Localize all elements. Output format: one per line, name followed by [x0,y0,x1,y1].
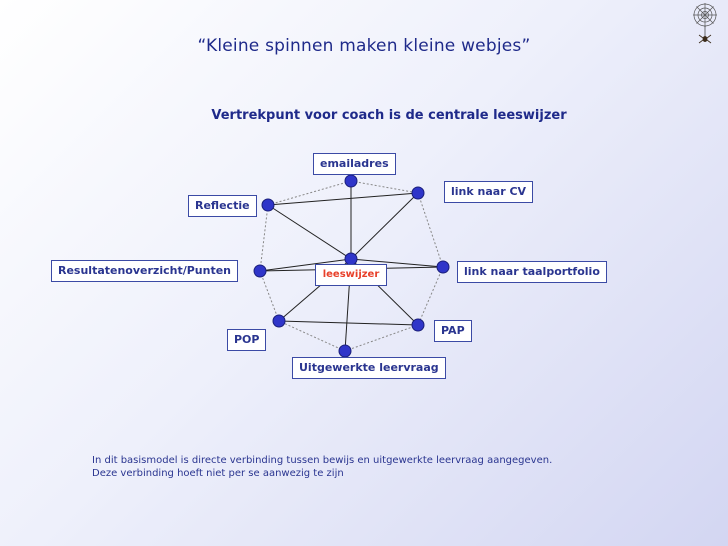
node-label-pop: POP [227,329,267,351]
spoke [267,204,352,260]
connection-edge [278,320,419,326]
spoke [259,258,352,272]
node-label-link-cv: link naar CV [444,181,534,203]
node-dot-link-taalportfolio [436,260,450,274]
connection-edge [267,192,419,206]
spoke [350,258,444,268]
node-dot-pop [272,314,286,328]
ring-edge [259,270,280,322]
ring-edge [417,266,444,326]
footnote: In dit basismodel is directe verbinding … [92,454,552,480]
slide-title: “Kleine spinnen maken kleine webjes” [197,36,531,56]
node-label-pap: PAP [434,320,472,342]
node-dot-uitgewerkte-leervraag [338,344,352,358]
slide-subtitle: Vertrekpunt voor coach is de centrale le… [211,108,567,123]
ring-edge [278,320,346,352]
node-label-reflectie: Reflectie [188,195,257,217]
node-dot-emailadres [344,174,358,188]
node-label-resultatenoverzicht: Resultatenoverzicht/Punten [51,260,238,282]
ring-edge [350,180,419,194]
ring-edge [417,192,444,268]
node-label-center-leeswijzer: leeswijzer [315,264,387,286]
spoke [350,192,419,260]
footnote-line-2: Deze verbinding hoeft niet per se aanwez… [92,468,344,479]
node-dot-pap [411,318,425,332]
node-dot-link-cv [411,186,425,200]
node-dot-resultatenoverzicht [253,264,267,278]
node-label-uitgewerkte-leervraag: Uitgewerkte leervraag [292,357,446,379]
ring-edge [344,324,419,352]
node-label-emailadres: emailadres [313,153,396,175]
spider-icon [693,3,717,44]
ring-edge [259,204,269,272]
footnote-line-1: In dit basismodel is directe verbinding … [92,455,553,466]
node-dot-reflectie [261,198,275,212]
ring-edge [267,180,352,206]
node-label-link-taalportfolio: link naar taalportfolio [457,261,607,283]
